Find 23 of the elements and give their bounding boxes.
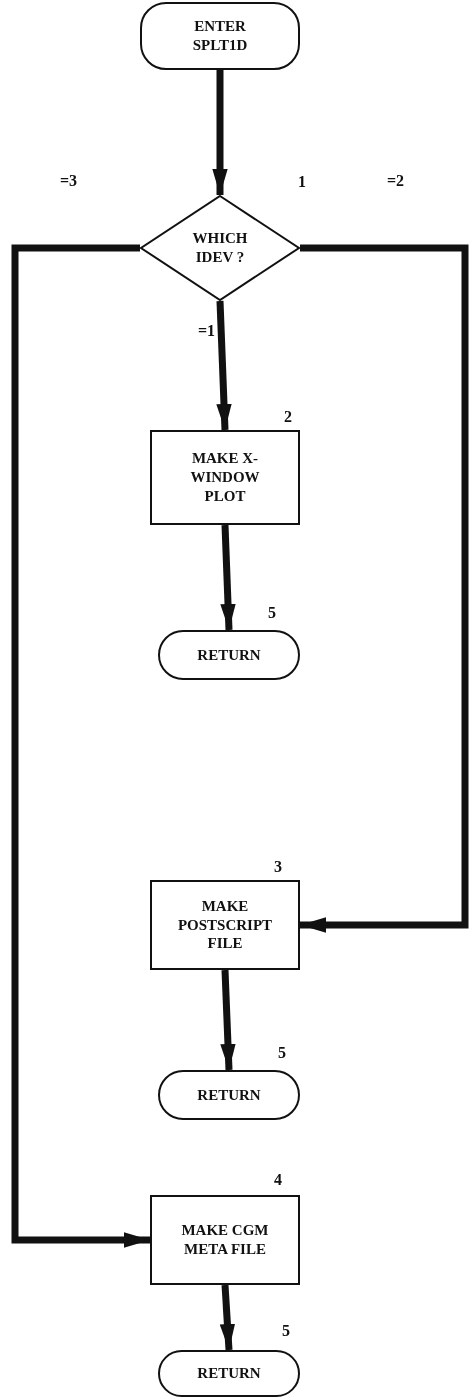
step-number: 4 [274, 1171, 282, 1189]
step-number: 3 [274, 858, 282, 876]
step-number: 1 [298, 173, 306, 191]
arrow [219, 1284, 236, 1351]
node-label: MAKE CGM META FILE [180, 1221, 270, 1259]
step-number: 5 [278, 1044, 286, 1062]
arrow [300, 244, 469, 933]
arrow [11, 244, 150, 1248]
arrow [220, 969, 236, 1071]
node-label: RETURN [197, 645, 261, 665]
node-label: MAKE POSTSCRIPT FILE [176, 896, 274, 954]
step-number: 5 [282, 1322, 290, 1340]
step-number: 2 [284, 408, 292, 426]
node-label: WHICH IDEV ? [192, 229, 248, 267]
arrow [220, 524, 236, 631]
step-number: 5 [268, 604, 276, 622]
node-label: ENTER SPLT1D [191, 17, 249, 55]
node-label: RETURN [197, 1364, 261, 1383]
node-label: MAKE X-WINDOW PLOT [189, 449, 261, 506]
node-label: RETURN [197, 1085, 261, 1105]
arrow [212, 70, 228, 195]
arrow [216, 300, 232, 431]
terminal-box [140, 2, 300, 70]
